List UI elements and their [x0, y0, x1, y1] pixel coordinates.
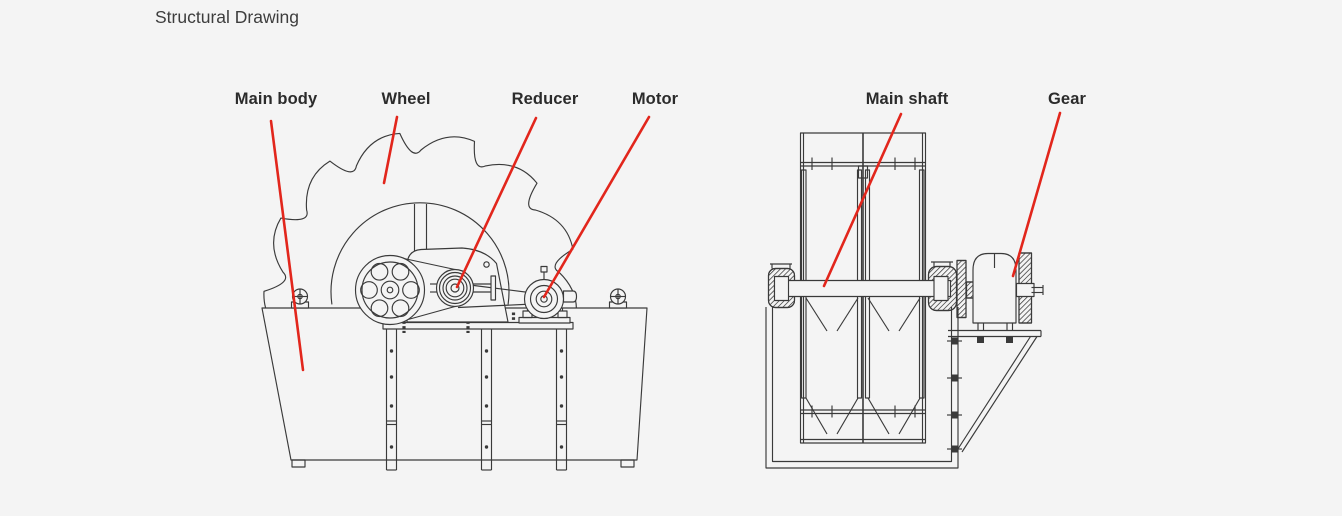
leader-lines	[269, 111, 1062, 372]
leader-main-shaft	[822, 112, 903, 288]
front-view-drawing	[261, 132, 648, 471]
leader-motor	[542, 115, 651, 299]
left-bearing-pedestal	[290, 288, 310, 309]
reducer-pulley	[430, 268, 497, 308]
wheel-inner-drum	[330, 202, 510, 305]
drive-bench	[382, 316, 574, 471]
main-shaft	[773, 275, 952, 302]
leader-main-body	[269, 119, 305, 372]
page-title: Structural Drawing	[155, 7, 299, 27]
label-gear: Gear	[1047, 90, 1087, 108]
main-body-tank	[261, 307, 648, 468]
wheel-pulley	[354, 254, 426, 326]
leader-wheel	[382, 115, 399, 185]
side-view-drawing	[765, 132, 1044, 469]
wall-bolts	[947, 337, 962, 453]
label-main-shaft: Main shaft	[865, 90, 949, 108]
label-main-body: Main body	[234, 90, 318, 108]
gear-drive-assembly	[956, 252, 1044, 343]
label-wheel: Wheel	[381, 90, 431, 108]
gear-disc	[1015, 252, 1035, 324]
label-reducer: Reducer	[511, 90, 579, 108]
leader-reducer	[455, 116, 538, 289]
label-motor: Motor	[631, 90, 679, 108]
leader-gear	[1011, 111, 1062, 278]
tank-side-view	[765, 307, 959, 469]
right-bearing-pedestal	[608, 288, 628, 309]
gear-support-bracket	[947, 329, 1042, 453]
motor-assembly	[511, 265, 578, 324]
